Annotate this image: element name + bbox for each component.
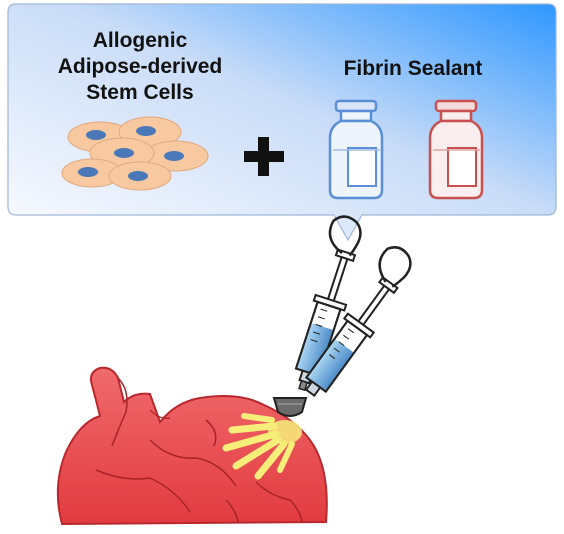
stem-cells-label: Allogenic Adipose-derived Stem Cells <box>40 28 240 106</box>
syringe-right-icon <box>304 246 412 398</box>
stem-cells-illustration <box>61 116 209 191</box>
plus-icon <box>244 137 284 176</box>
blue-vial-icon <box>328 99 384 200</box>
fibrin-sealant-label: Fibrin Sealant <box>343 57 483 80</box>
spray-nozzle-icon <box>272 397 308 417</box>
spray-illustration <box>222 413 302 480</box>
stem-cells-label-line-1: Allogenic <box>92 29 188 52</box>
stem-cells-label-line-2: Adipose-derived <box>57 55 223 78</box>
red-vial-icon <box>428 99 484 200</box>
tissue-illustration <box>56 366 328 526</box>
syringe-left-icon <box>294 215 362 392</box>
stem-cells-label-line-3: Stem Cells <box>86 81 194 104</box>
